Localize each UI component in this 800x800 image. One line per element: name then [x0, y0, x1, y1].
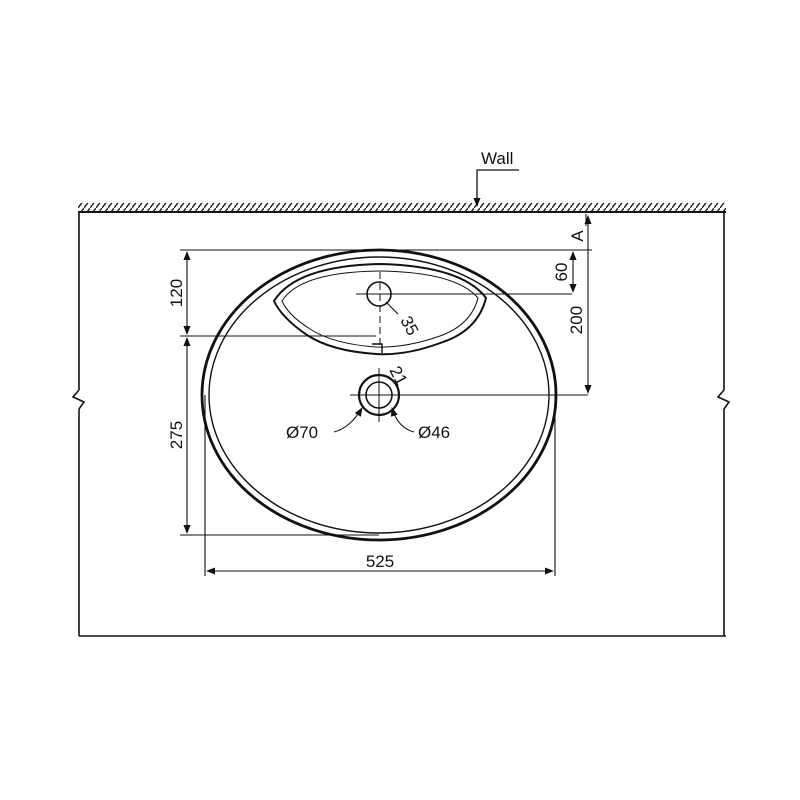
right-dimensions: [382, 214, 592, 394]
tap-deck-inner: [281, 270, 479, 348]
drain: [350, 368, 588, 422]
tap-hole: [356, 272, 572, 346]
left-break-line: [71, 389, 86, 410]
inner-drain-label: Ø46: [418, 423, 450, 442]
wall-leader: [473, 169, 519, 207]
width-dimension: [204, 395, 556, 576]
section-marker-label: A: [568, 230, 587, 242]
wall-label-group: Wall: [473, 149, 519, 207]
tap-deck: [272, 262, 488, 356]
wall: [78, 203, 726, 213]
tap-offset-label: 60: [552, 263, 571, 282]
tap-hole-label: 35: [396, 313, 422, 339]
lower-depth-label: 275: [167, 421, 186, 449]
wall-label: Wall: [481, 149, 513, 168]
width-label: 525: [366, 552, 394, 571]
overflow-slot: [372, 343, 383, 353]
drain-offset-label: 200: [567, 306, 586, 334]
overflow-bracket: [372, 343, 383, 353]
tap-hole-annotation: [385, 301, 399, 315]
outer-drain-leader: [333, 407, 363, 433]
left-dimensions: [180, 249, 380, 536]
overflow-gap-label: 21: [385, 363, 411, 389]
wall-hatching: [78, 203, 726, 212]
tap-hole-leader: [385, 301, 399, 315]
inner-drain-leader: [390, 407, 415, 433]
outer-drain-label: Ø70: [286, 423, 318, 442]
right-break-line: [716, 389, 731, 410]
drain-annotations: [333, 407, 415, 433]
countertop-outline: [71, 212, 731, 637]
upper-depth-label: 120: [167, 279, 186, 307]
